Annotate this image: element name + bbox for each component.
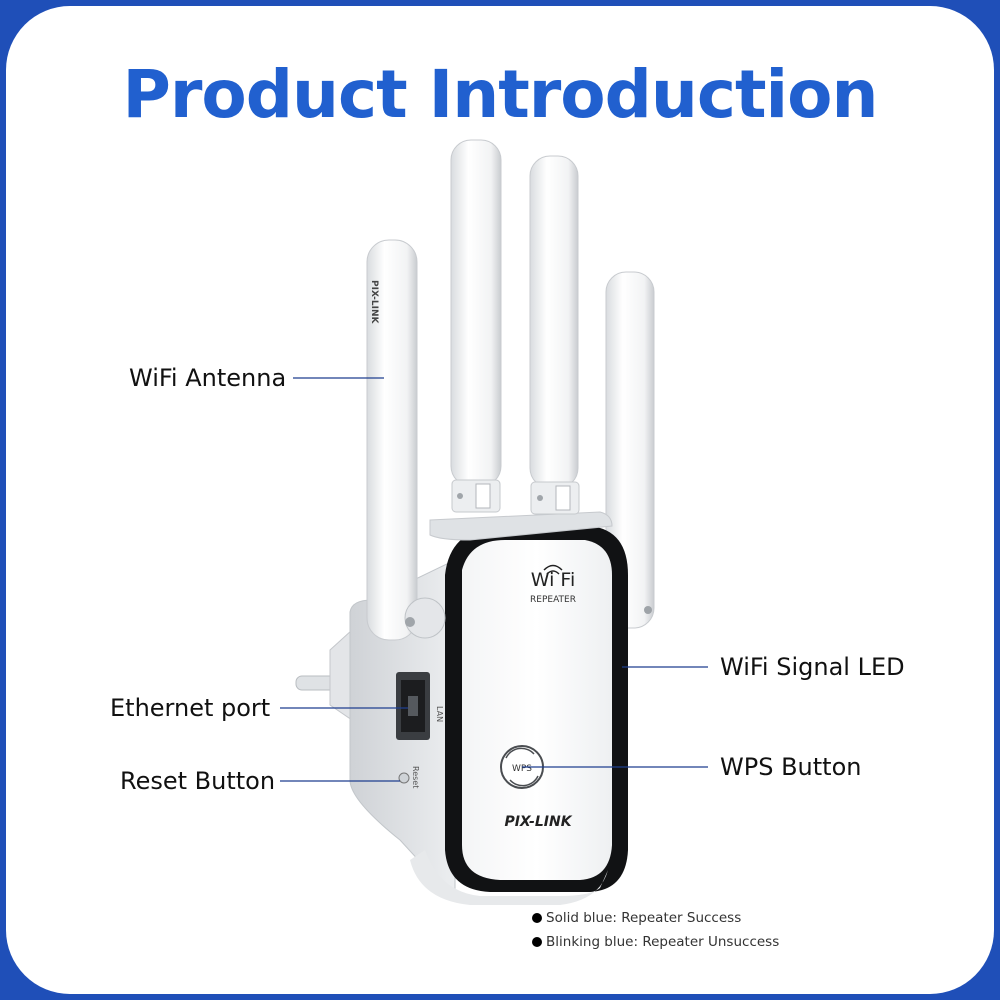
antenna-left	[366, 239, 446, 641]
callout-wps-button: WPS Button	[720, 753, 862, 781]
wps-label: WPS	[512, 764, 532, 774]
antenna-brand-mark: PIX-LINK	[369, 280, 379, 325]
lan-label: LAN	[435, 706, 444, 722]
callout-ethernet-port: Ethernet port	[110, 694, 271, 722]
antenna-center-left	[450, 139, 502, 513]
antenna-center-right	[529, 155, 580, 515]
wifi-logo-icon	[543, 564, 563, 575]
callout-lines	[280, 377, 708, 782]
page-title: Product Introduction	[122, 56, 879, 133]
repeater-base	[410, 850, 608, 905]
bullet-icon	[532, 937, 542, 947]
antenna-back-right	[605, 271, 655, 629]
reset-pinhole	[398, 772, 410, 784]
callout-wifi-antenna: WiFi Antenna	[129, 364, 287, 392]
bullet-icon	[532, 913, 542, 923]
repeater-front-face	[462, 540, 612, 880]
callout-wifi-signal-led: WiFi Signal LED	[720, 653, 905, 681]
callout-reset-button: Reset Button	[120, 767, 276, 795]
wifi-logo-text: Wi Fi	[531, 569, 576, 591]
legend-item-solid: Solid blue: Repeater Success	[532, 910, 741, 926]
repeater-subtext: REPEATER	[530, 595, 576, 605]
ethernet-port	[396, 672, 430, 740]
power-plug	[295, 628, 353, 721]
repeater-top	[429, 511, 613, 541]
reset-label: Reset	[411, 766, 420, 788]
brand-logo: PIX-LINK	[504, 814, 572, 830]
legend-item-blinking: Blinking blue: Repeater Unsuccess	[532, 934, 779, 950]
